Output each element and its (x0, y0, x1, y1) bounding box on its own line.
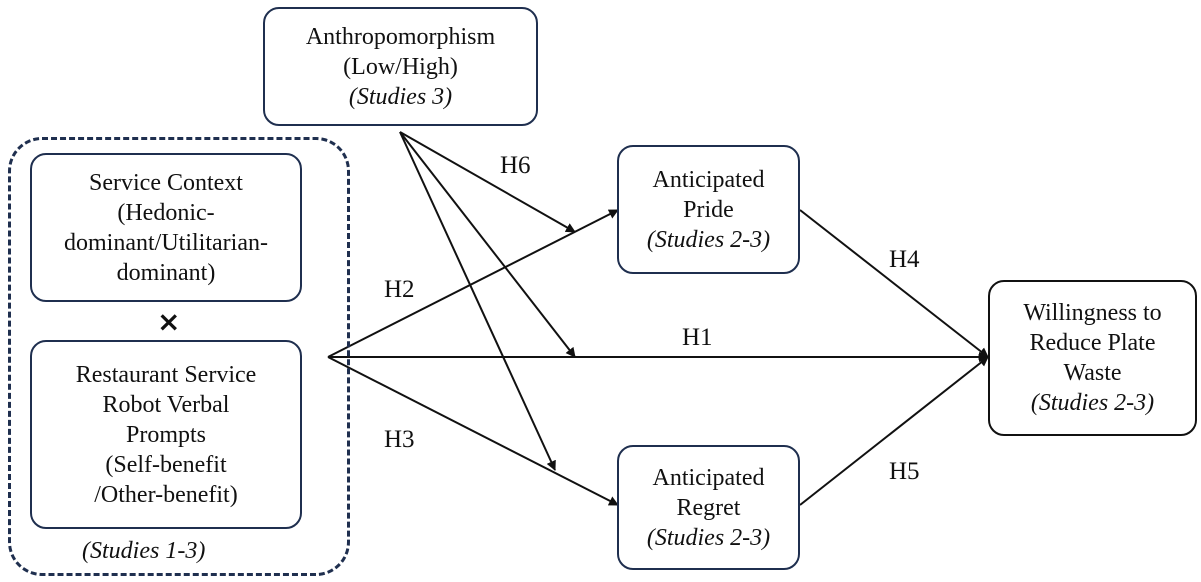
service-context-box: Service Context (Hedonic- dominant/Utili… (30, 153, 302, 302)
restaurant-prompts-box: Restaurant Service Robot Verbal Prompts … (30, 340, 302, 529)
willingness-line3: Waste (1063, 360, 1122, 386)
willingness-line1: Willingness to (1023, 300, 1162, 326)
restaurant-prompts-line2: Robot Verbal (102, 391, 230, 418)
hypothesis-h6-label: H6 (500, 152, 531, 179)
anthropomorphism-levels: (Low/High) (343, 53, 458, 80)
willingness-studies: (Studies 2-3) (1030, 390, 1155, 416)
anthropomorphism-title: Anthropomorphism (305, 23, 496, 50)
arrow-h5 (799, 356, 989, 506)
pride-line1: Anticipated (652, 166, 765, 193)
regret-studies: (Studies 2-3) (646, 524, 771, 551)
hypothesis-h3-label: H3 (384, 426, 415, 453)
anthropomorphism-box: Anthropomorphism (Low/High) (Studies 3) (263, 7, 538, 126)
anthropomorphism-studies: (Studies 3) (348, 83, 453, 110)
service-context-line2: (Hedonic- (117, 199, 215, 226)
arrow-h3 (327, 356, 619, 506)
pride-studies: (Studies 2-3) (646, 226, 771, 253)
restaurant-prompts-line4: (Self-benefit (105, 451, 227, 478)
pride-line2: Pride (683, 196, 734, 223)
arrow-h6-to-h2 (399, 131, 576, 233)
willingness-box: Willingness to Reduce Plate Waste (Studi… (988, 280, 1197, 436)
interaction-symbol: × (157, 305, 181, 338)
anticipated-pride-box: Anticipated Pride (Studies 2-3) (617, 145, 800, 274)
independent-variables-group (8, 137, 350, 576)
arrow-h6-to-h3 (399, 131, 556, 471)
hypothesis-h5-label: H5 (889, 458, 920, 485)
arrow-h4 (799, 209, 989, 358)
hypothesis-h2-label: H2 (384, 276, 415, 303)
regret-line2: Regret (676, 494, 741, 521)
anticipated-regret-box: Anticipated Regret (Studies 2-3) (617, 445, 800, 570)
service-context-line3: dominant/Utilitarian- (64, 229, 268, 256)
hypothesis-h4-label: H4 (889, 246, 920, 273)
restaurant-prompts-title: Restaurant Service (75, 361, 257, 388)
willingness-line2: Reduce Plate (1029, 330, 1156, 356)
arrow-h6-to-h1 (399, 131, 576, 358)
service-context-title: Service Context (89, 169, 243, 196)
group-studies-note: (Studies 1-3) (82, 538, 206, 564)
restaurant-prompts-line3: Prompts (125, 421, 206, 448)
restaurant-prompts-line5: /Other-benefit) (94, 481, 238, 508)
arrow-h2 (327, 209, 619, 358)
regret-line1: Anticipated (652, 464, 765, 491)
hypothesis-h1-label: H1 (682, 324, 713, 351)
service-context-line4: dominant) (116, 259, 216, 286)
